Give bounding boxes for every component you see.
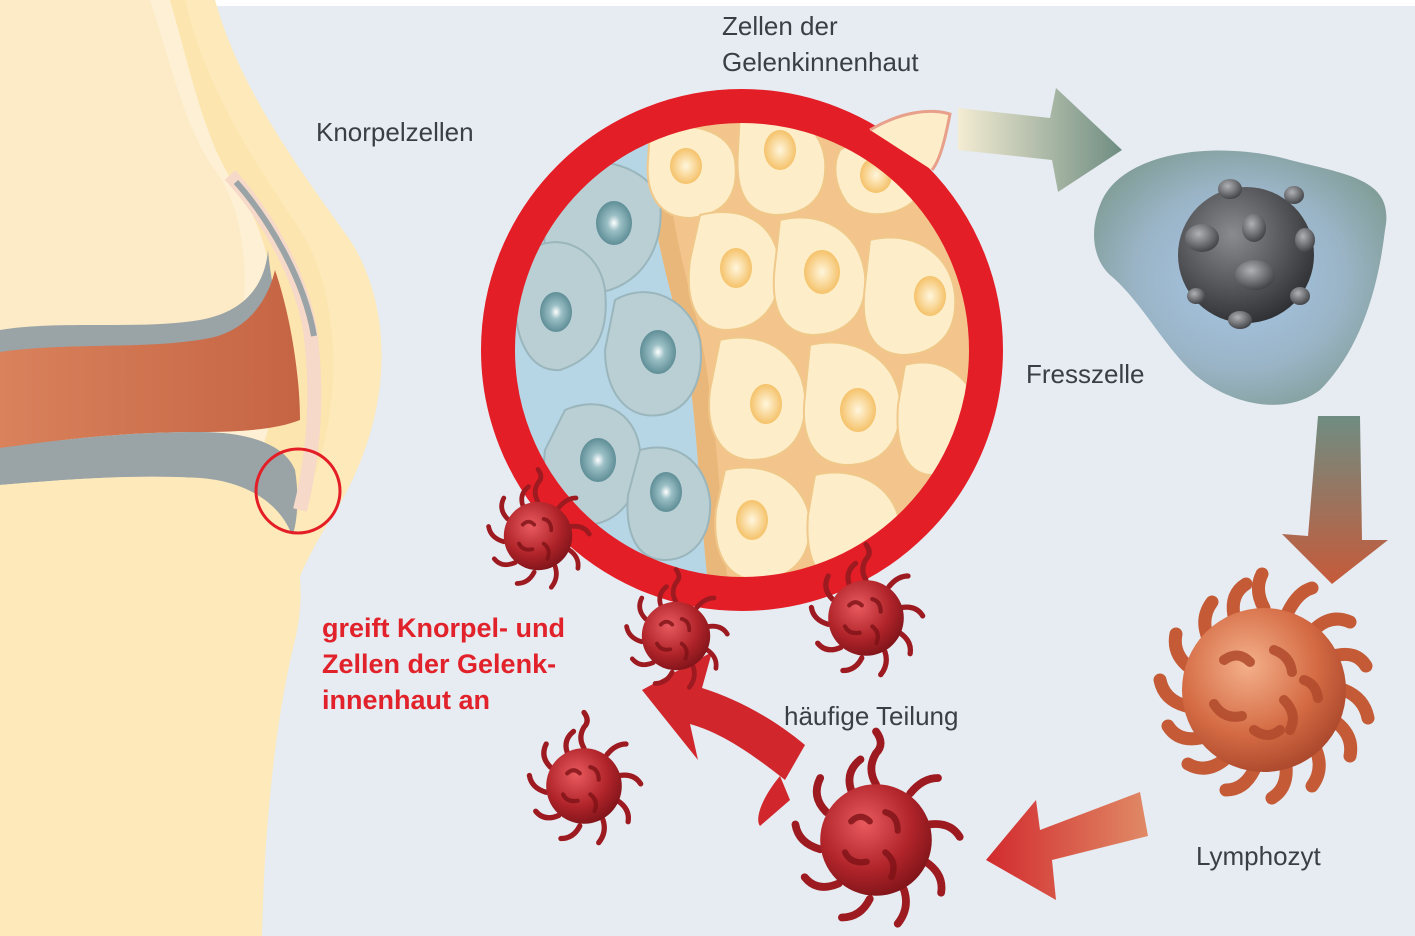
label-lymphocyte: Lymphozyt (1196, 838, 1321, 874)
label-synovial-line1: Zellen der (722, 8, 838, 44)
label-attack-line2: Zellen der Gelenk- (322, 646, 556, 682)
label-attack-line1: greift Knorpel- und (322, 610, 565, 646)
label-synovial-line2: Gelenkinnenhaut (722, 44, 919, 80)
label-division: häufige Teilung (784, 698, 958, 734)
label-attack-line3: innenhaut an (322, 682, 490, 718)
label-macrophage: Fresszelle (1026, 356, 1144, 392)
label-cartilage: Knorpelzellen (316, 114, 474, 150)
